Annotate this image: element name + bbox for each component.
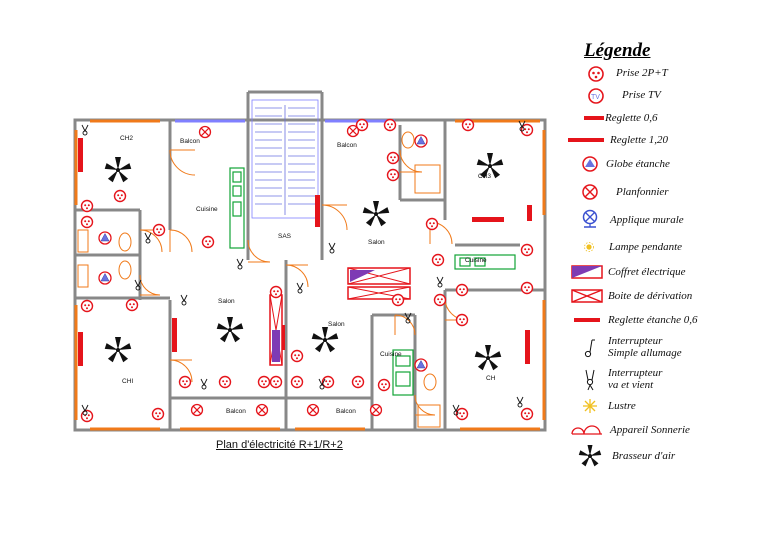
- ceiling-light-icon: [582, 184, 598, 200]
- legend-item-tv: TV Prise TV: [560, 86, 765, 108]
- room-label-ch2: CH2: [120, 135, 133, 142]
- room-label-ch3: CH3: [478, 173, 491, 180]
- legend-label: Reglette étanche 0,6: [608, 314, 698, 326]
- legend-label: Globe étanche: [606, 158, 670, 170]
- sealed-strip-light-icon: [574, 318, 600, 322]
- ceiling-fan-icon: [578, 445, 602, 467]
- room-label-balcon: Balcon: [226, 408, 246, 415]
- legend-item-brasseur: Brasseur d'air: [560, 442, 765, 470]
- chandelier-icon: [583, 399, 597, 413]
- legend-item-applique: Applique murale: [560, 206, 765, 234]
- legend-title: Légende: [584, 40, 651, 61]
- pendant-lamp-icon: [584, 242, 594, 252]
- room-label-sas: SAS: [278, 233, 292, 240]
- kitchen-fixtures: [229, 167, 516, 396]
- legend-label: Prise TV: [622, 89, 661, 101]
- bathroom-fixtures: [118, 131, 437, 391]
- sealed-globe-icon: [582, 156, 598, 172]
- legend-label: Interrupteur: [608, 335, 663, 347]
- windows: [74, 119, 546, 431]
- room-label-salon: Salon: [218, 298, 235, 305]
- legend-item-globe: Globe étanche: [560, 150, 765, 178]
- legend-item-socket: Prise 2P+T: [560, 64, 765, 86]
- legend-item-lustre: Lustre: [560, 394, 765, 418]
- legend-label: Appareil Sonnerie: [610, 424, 690, 436]
- legend-label: Brasseur d'air: [612, 450, 676, 462]
- room-label-ch: CH: [486, 375, 496, 382]
- legend-label: Planfonnier: [616, 186, 669, 198]
- sockets: [80, 118, 534, 423]
- room-label-salon: Salon: [328, 321, 345, 328]
- legend-label: Applique murale: [610, 214, 684, 226]
- room-label-balcon: Balcon: [337, 142, 357, 149]
- legend-label: Boite de dérivation: [608, 290, 693, 302]
- legend-label: Lampe pendante: [609, 241, 683, 253]
- legend-item-boite: Boite de dérivation: [560, 284, 765, 308]
- legend-item-interrupteur-va-et-vient: Interrupteur va et vient: [560, 362, 765, 394]
- legend-item-plafonnier: Planfonnier: [560, 178, 765, 206]
- strip-light-120-icon: [568, 138, 604, 142]
- electrical-box-icon: [571, 265, 603, 279]
- tv-socket-icon: TV: [588, 88, 604, 104]
- legend-item-coffret: Coffret électrique: [560, 260, 765, 284]
- legend-item-lampe: Lampe pendante: [560, 234, 765, 260]
- room-label-cuisine: Cuisine: [465, 257, 487, 264]
- svg-text:TV: TV: [591, 94, 600, 101]
- room-label-cuisine: Cuisine: [196, 206, 218, 213]
- legend-label: Reglette 1,20: [610, 134, 669, 146]
- room-label-salon: Salon: [368, 239, 385, 246]
- room-label-balcon: Balcon: [336, 408, 356, 415]
- legend-item-reglette-06: Reglette 0,6: [560, 108, 765, 128]
- wall-sconce-icon: [582, 209, 598, 228]
- room-labels: CH2 Balcon Cuisine SAS Balcon Salon CH3 …: [120, 135, 496, 415]
- legend-label: Lustre: [608, 400, 636, 412]
- legend-label: Prise 2P+T: [616, 67, 668, 79]
- single-switch-icon: [584, 339, 595, 358]
- room-label-balcon: Balcon: [180, 138, 200, 145]
- room-label-chi: CHI: [122, 378, 133, 385]
- legend-item-interrupteur-simple: Interrupteur Simple allumage: [560, 332, 765, 362]
- legend-item-reglette-etanche: Reglette étanche 0,6: [560, 308, 765, 332]
- legend-label-line2: va et vient: [608, 379, 654, 391]
- legend-item-reglette-120: Reglette 1,20: [560, 128, 765, 150]
- legend: Légende Prise 2P+T TV Prise TV Reglette …: [560, 40, 765, 470]
- room-label-cuisine: Cuisine: [380, 351, 402, 358]
- switches: [81, 120, 526, 416]
- staircase: [251, 99, 319, 219]
- junction-box-icon: [571, 289, 603, 303]
- legend-label: Coffret électrique: [608, 266, 686, 278]
- two-way-switch-icon: [585, 369, 595, 391]
- legend-label-line2: Simple allumage: [608, 347, 682, 359]
- legend-label: Reglette 0,6: [605, 112, 658, 124]
- socket-2p-t-icon: [588, 66, 604, 82]
- strip-light-06-icon: [584, 116, 604, 120]
- doorbell-icon: [571, 425, 602, 435]
- legend-label: Interrupteur: [608, 367, 663, 379]
- legend-item-sonnerie: Appareil Sonnerie: [560, 418, 765, 442]
- plan-title: Plan d'électricité R+1/R+2: [216, 439, 343, 451]
- electrical-boxes: [269, 267, 411, 366]
